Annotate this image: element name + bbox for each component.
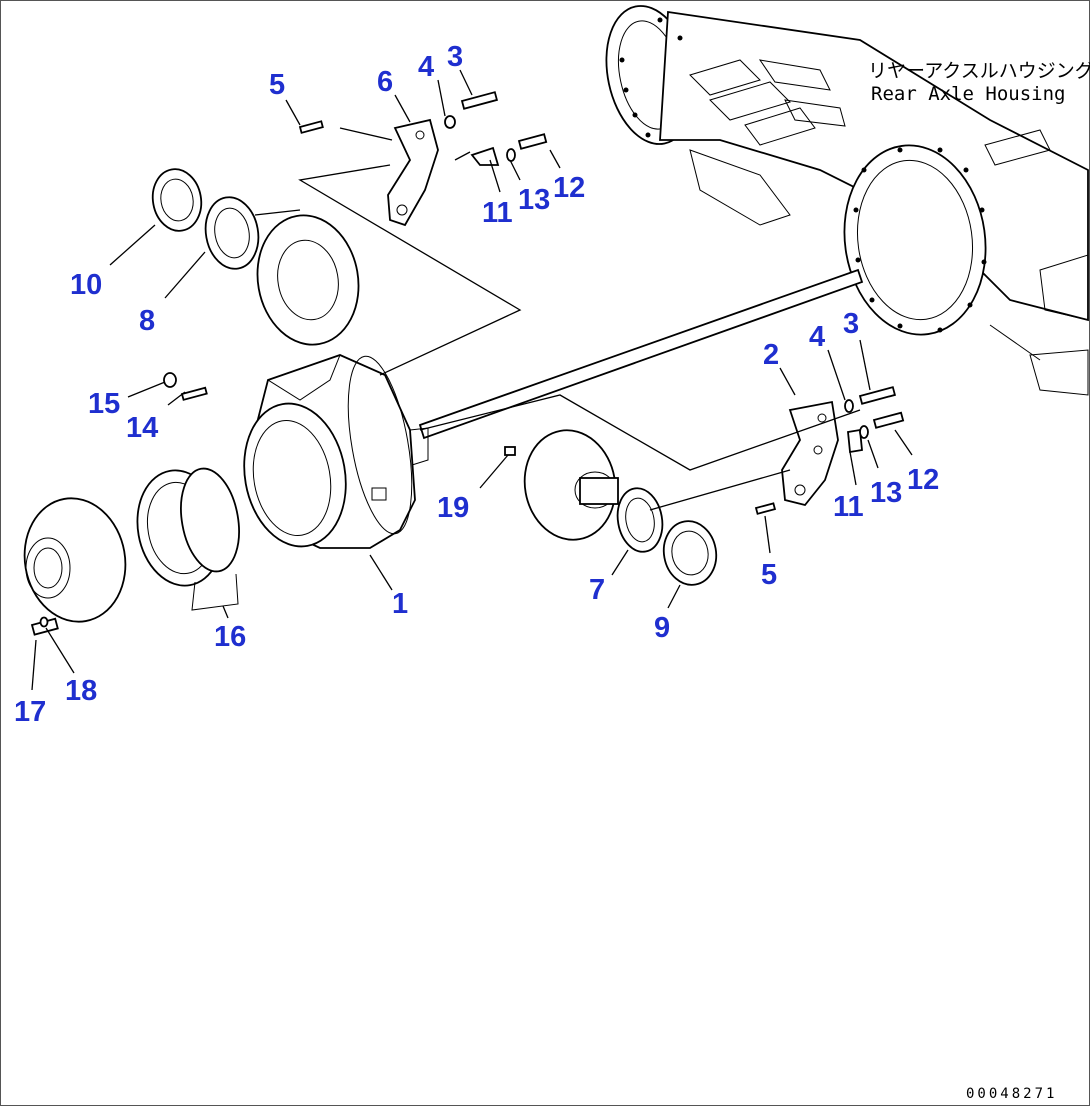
housing-label-jp: リヤーアクスルハウジング (868, 60, 1090, 82)
shims-part-16 (136, 467, 240, 611)
hub-carrier-part-1 (243, 354, 429, 549)
leader-lines (31, 69, 913, 691)
callout-5-bottom: 5 (761, 559, 777, 591)
callout-19: 19 (437, 492, 469, 524)
callout-12-top: 12 (553, 172, 585, 204)
callout-15: 15 (88, 388, 120, 420)
brake-disc-plate (256, 214, 360, 346)
callout-11-top: 11 (482, 197, 513, 229)
callout-2: 2 (763, 339, 779, 371)
callout-13-right: 13 (870, 477, 902, 509)
callout-numbers: 1 2 3 3 4 4 5 5 6 7 8 9 10 11 11 12 12 1… (14, 41, 939, 728)
callout-6: 6 (377, 66, 393, 98)
axle-shaft (418, 268, 864, 440)
housing-bolt-holes (619, 17, 987, 333)
wheel-hub-part-19 (523, 429, 619, 541)
bracket-part-2 (781, 400, 839, 507)
callout-4-top: 4 (418, 51, 434, 83)
callout-12-right: 12 (907, 464, 939, 496)
callout-3-right: 3 (843, 308, 859, 340)
callout-17: 17 (14, 696, 46, 728)
bearing-part-8 (204, 196, 260, 270)
nut-part-9 (662, 520, 718, 586)
callout-16: 16 (214, 621, 246, 653)
callout-5-top: 5 (269, 69, 285, 101)
hardware-fasteners (30, 91, 905, 636)
callout-1: 1 (392, 588, 408, 620)
callout-8: 8 (139, 305, 155, 337)
callout-3-top: 3 (447, 41, 463, 73)
callout-14: 14 (126, 412, 158, 444)
drawing-code: 00048271 (966, 1086, 1057, 1102)
callout-10: 10 (70, 269, 102, 301)
callout-13-top: 13 (518, 184, 550, 216)
callout-7: 7 (589, 574, 605, 606)
housing-label-en: Rear Axle Housing (871, 83, 1065, 105)
callout-9: 9 (654, 612, 670, 644)
rear-axle-housing (605, 5, 1089, 396)
bearing-part-7 (616, 487, 664, 553)
bracket-part-6 (387, 118, 439, 227)
nut-part-10 (151, 168, 203, 232)
callout-18: 18 (65, 675, 97, 707)
end-cover (23, 497, 127, 623)
callout-4-right: 4 (809, 321, 825, 353)
callout-11-right: 11 (833, 491, 864, 523)
